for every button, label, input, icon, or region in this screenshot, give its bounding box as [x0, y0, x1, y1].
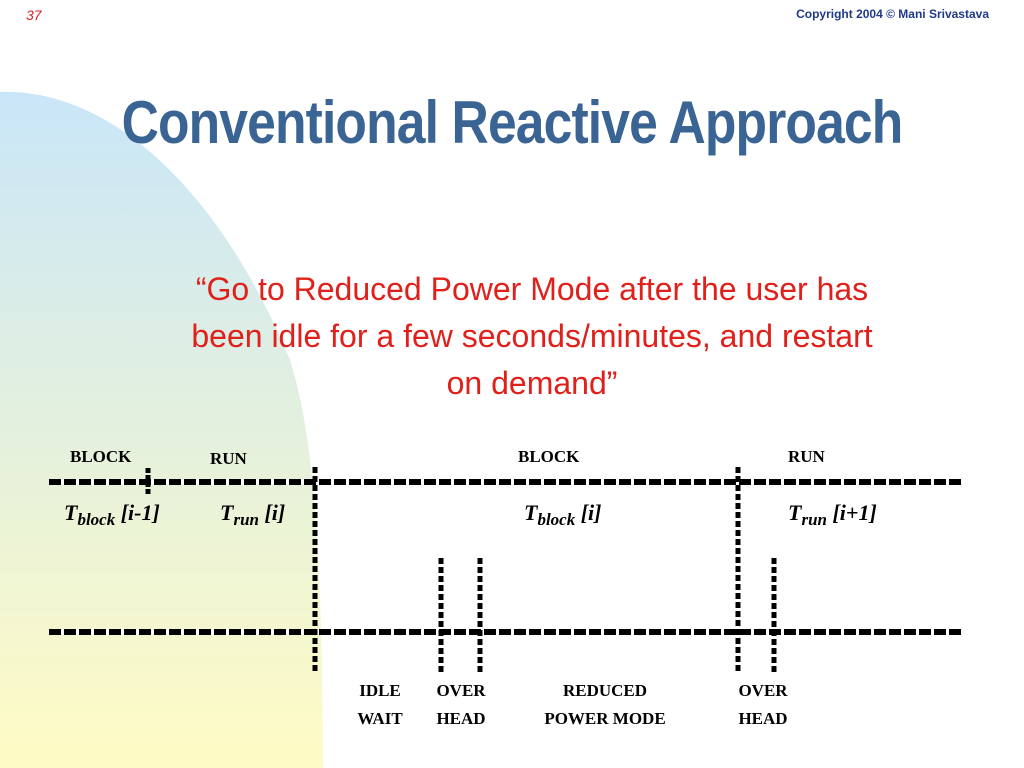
- idle-wait-line-1: IDLE: [359, 681, 401, 700]
- quote-line-2: been idle for a few seconds/minutes, and…: [191, 318, 873, 354]
- background-swoosh: [0, 91, 323, 768]
- label-overhead-2: OVER HEAD: [722, 677, 804, 733]
- label-overhead-1: OVER HEAD: [420, 677, 502, 733]
- slide-title: Conventional Reactive Approach: [121, 89, 904, 156]
- label-idle-wait: IDLE WAIT: [340, 677, 420, 733]
- quote-line-3: on demand”: [446, 365, 618, 401]
- quote-line-1: “Go to Reduced Power Mode after the user…: [195, 271, 869, 307]
- label-t-block-prev: Tblock [i-1]: [64, 500, 160, 529]
- overhead-1-line-1: OVER: [436, 681, 486, 700]
- copyright-notice: Copyright 2004 © Mani Srivastava: [796, 7, 989, 21]
- overhead-2-line-2: HEAD: [738, 709, 788, 728]
- label-reduced-power-mode: REDUCED POWER MODE: [520, 677, 690, 733]
- overhead-2-line-1: OVER: [738, 681, 788, 700]
- overhead-1-line-2: HEAD: [436, 709, 486, 728]
- label-run-1: RUN: [210, 449, 247, 468]
- label-block-1: BLOCK: [70, 447, 132, 466]
- label-t-block-i: Tblock [i]: [524, 500, 602, 529]
- label-run-2: RUN: [788, 447, 825, 466]
- slide-number: 37: [26, 7, 42, 23]
- idle-wait-line-2: WAIT: [357, 709, 403, 728]
- label-t-run-next: Trun [i+1]: [788, 500, 877, 529]
- label-block-2: BLOCK: [518, 447, 580, 466]
- label-t-run-i: Trun [i]: [220, 500, 286, 529]
- reduced-line-2: POWER MODE: [544, 709, 666, 728]
- quote-text: “Go to Reduced Power Mode after the user…: [92, 266, 972, 407]
- reduced-line-1: REDUCED: [562, 681, 648, 700]
